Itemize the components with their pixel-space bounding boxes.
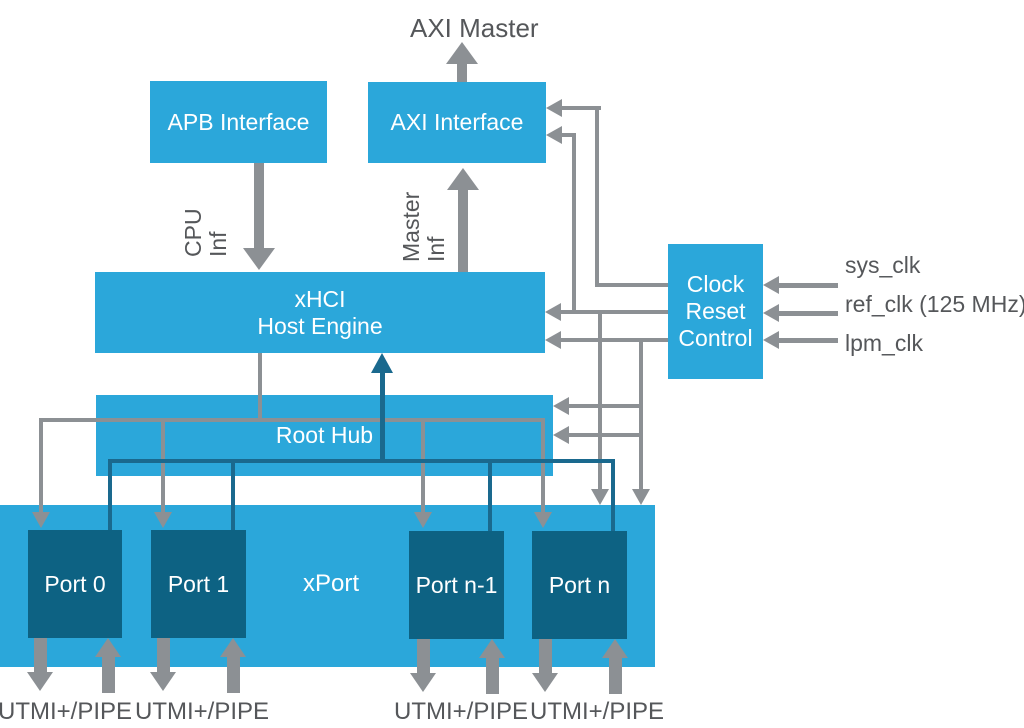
root-hub-label: Root Hub (275, 422, 374, 448)
clock-to-axi2-h-line (560, 133, 576, 137)
master-inf-arrowhead (447, 168, 479, 190)
port1-in-arrow-shaft (227, 655, 240, 693)
portn-in-arrow-shaft (609, 656, 622, 694)
cpu-inf-arrowhead (243, 248, 275, 270)
ref-clk-line (778, 311, 838, 316)
port-0-block: Port 0 (28, 530, 122, 638)
ports-to-xhci-arrowhead (371, 353, 393, 373)
clock-to-axi2-v-line (572, 133, 576, 314)
master-inf-arrow-shaft (458, 188, 468, 272)
cpu-inf-label: CPU Inf (180, 208, 231, 257)
xhci-to-roothub-line (258, 353, 262, 420)
clock-to-roothub2-h-line (567, 433, 643, 437)
lpm-clk-label: lpm_clk (845, 330, 923, 356)
roothub-port-bus-line (39, 418, 545, 422)
portn1-out-arrow-shaft (417, 639, 430, 675)
apb-interface-block: APB Interface (150, 81, 327, 163)
port-n-1-label: Port n-1 (415, 571, 498, 598)
clock-to-axi1-h-line (560, 106, 601, 110)
port1-in-arrowhead (220, 638, 246, 657)
clock-to-roothub2-arrowhead (553, 426, 569, 444)
clock-to-xhci2-h-line (559, 338, 668, 342)
portn-navy-v-line (611, 459, 615, 531)
sys-clk-line (778, 283, 838, 288)
clock-out1-h-line (597, 283, 668, 287)
clock-to-xhci1-h-line (559, 310, 668, 314)
port-1-block: Port 1 (151, 530, 246, 638)
clock-drop1-arrowhead (591, 489, 609, 505)
roothub-to-port0-arrowhead (32, 512, 50, 528)
portn1-navy-v-line (488, 459, 492, 531)
port-n-block: Port n (532, 531, 627, 639)
port-1-label: Port 1 (167, 570, 230, 597)
clock-reset-control-block: Clock Reset Control (668, 244, 763, 379)
roothub-to-portn1-v-line (421, 418, 425, 514)
axi-master-arrowhead (446, 42, 478, 64)
utmi-pipe-label-port1: UTMI+/PIPE (135, 698, 270, 725)
ref-clk-label: ref_clk (125 MHz) (845, 291, 1024, 317)
portn1-in-arrow-shaft (486, 656, 499, 694)
ports-to-xhci-v-line (380, 371, 385, 463)
ports-navy-bus-line (108, 459, 615, 463)
utmi-pipe-label-port0: UTMI+/PIPE (0, 698, 133, 725)
port1-out-arrow-shaft (157, 638, 170, 674)
clock-to-roothub1-arrowhead (553, 397, 569, 415)
portn1-out-arrowhead (410, 673, 436, 692)
clock-drop2-arrowhead (632, 489, 650, 505)
portn-out-arrow-shaft (539, 639, 552, 675)
cpu-inf-arrow-shaft (254, 163, 264, 250)
portn1-in-arrowhead (479, 639, 505, 658)
clock-to-xhci1-arrowhead (545, 303, 561, 321)
lpm-clk-line (778, 338, 838, 343)
clock-to-axi2-arrowhead (546, 126, 562, 144)
portn-in-arrowhead (602, 639, 628, 658)
port-0-label: Port 0 (44, 570, 106, 597)
master-inf-label: Master Inf (398, 191, 449, 262)
port0-in-arrow-shaft (102, 655, 115, 693)
axi-master-label: AXI Master (410, 13, 539, 43)
port0-out-arrow-shaft (34, 638, 47, 674)
utmi-pipe-label-portn: UTMI+/PIPE (530, 698, 665, 725)
clock-to-axi1-arrowhead (546, 99, 562, 117)
clock-to-roothub1-h-line (567, 404, 643, 408)
port-n-1-block: Port n-1 (409, 531, 504, 639)
axi-interface-label: AXI Interface (390, 109, 524, 135)
clock-reset-control-label: Clock Reset Control (678, 271, 753, 351)
ref-clk-arrowhead (763, 304, 779, 322)
clock-to-xhci2-arrowhead (545, 331, 561, 349)
clock-to-axi1-v-line (595, 106, 599, 287)
port-n-label: Port n (548, 571, 611, 598)
port0-out-arrowhead (27, 672, 53, 691)
portn-out-arrowhead (532, 673, 558, 692)
clock-drop1-v-line (598, 310, 602, 491)
xhci-host-engine-block: xHCI Host Engine (95, 272, 545, 353)
xhci-host-engine-label: xHCI Host Engine (257, 285, 383, 339)
axi-interface-block: AXI Interface (368, 82, 546, 163)
lpm-clk-arrowhead (763, 331, 779, 349)
sys-clk-arrowhead (763, 276, 779, 294)
roothub-to-portn1-arrowhead (414, 512, 432, 528)
roothub-to-port0-v-line (39, 418, 43, 514)
roothub-to-port1-arrowhead (154, 512, 172, 528)
port0-in-arrowhead (95, 638, 121, 657)
utmi-pipe-label-portn1: UTMI+/PIPE (394, 698, 529, 725)
port0-navy-v-line (108, 459, 112, 530)
roothub-to-portn-arrowhead (534, 512, 552, 528)
apb-interface-label: APB Interface (167, 108, 310, 135)
axi-master-arrow-shaft (457, 62, 467, 82)
port1-navy-v-line (231, 459, 235, 530)
clock-drop2-v-line (639, 338, 643, 491)
port1-out-arrowhead (150, 672, 176, 691)
sys-clk-label: sys_clk (845, 252, 921, 278)
roothub-to-port1-v-line (161, 418, 165, 514)
xport-label: xPort (302, 570, 359, 597)
roothub-to-portn-v-line (541, 418, 545, 514)
